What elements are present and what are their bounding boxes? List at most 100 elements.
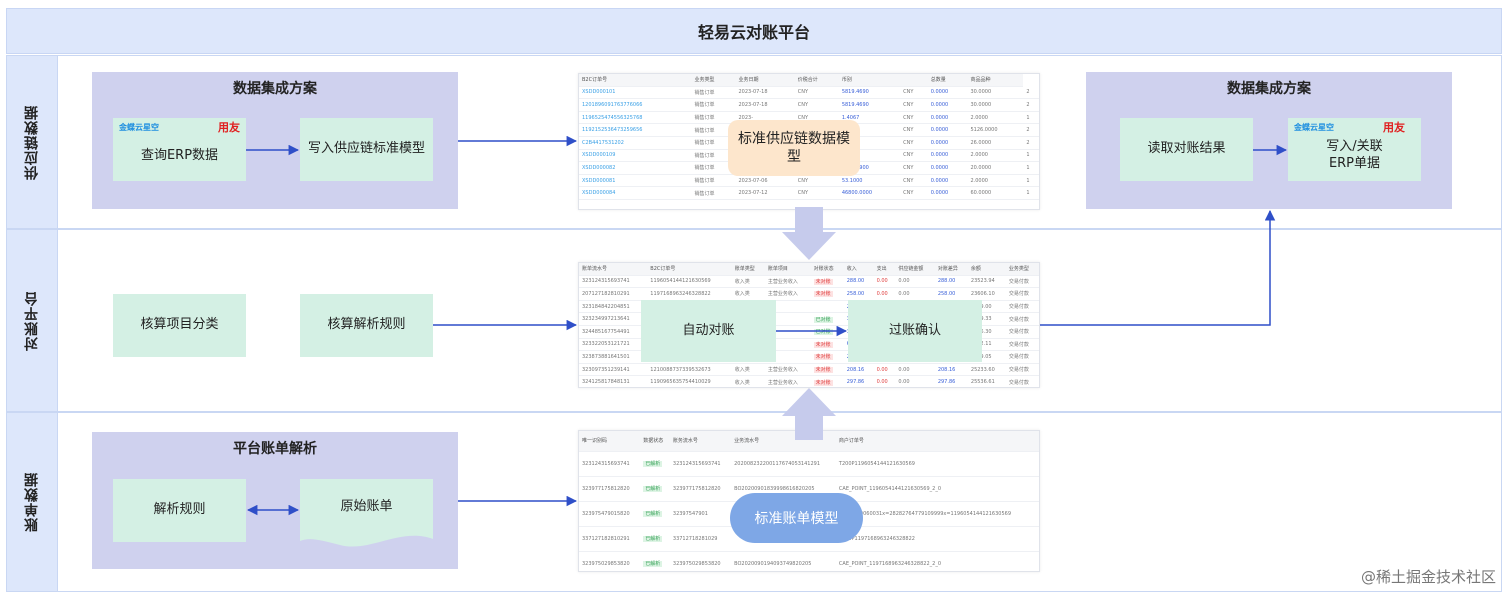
- table-cell-text: 收入类: [734, 367, 750, 374]
- table-cell: CNY: [794, 186, 839, 200]
- col-header: 商品品种: [967, 74, 1024, 87]
- table-cell: 26.0000: [967, 136, 1024, 150]
- table-cell-text: 交易付款: [1008, 329, 1029, 336]
- table-cell-text: 收入类: [734, 278, 750, 285]
- reconciliation-row-label: 对账平台: [6, 229, 58, 412]
- raw-bill-document-icon: [300, 479, 433, 547]
- table-cell: 收入类: [731, 287, 765, 301]
- table-cell-text: 0.00: [876, 290, 888, 297]
- table-cell: 已对账: [810, 312, 844, 326]
- table-cell: 销售订单: [691, 86, 736, 100]
- table-cell: 0.00: [895, 363, 935, 377]
- table-cell: 5126.0000: [967, 123, 1024, 137]
- table-cell-text: 未对账: [813, 291, 833, 298]
- table-cell-text: 32397547901: [672, 510, 708, 517]
- col-header: [900, 74, 928, 87]
- table-cell: 0.00: [873, 363, 896, 377]
- accounting-parse-rule-box: 核算解析规则: [300, 294, 433, 357]
- table-cell: T200P1197168963246328822: [835, 526, 1039, 552]
- table-cell-text: 208.16: [846, 366, 865, 373]
- query-erp-box: 金蝶云星空 用友 查询ERP数据: [113, 118, 246, 181]
- raw-bill-document-shape: 原始账单: [300, 479, 433, 551]
- supply-integration-panel-right-title: 数据集成方案: [1227, 81, 1311, 97]
- table-cell-text: 未对账: [813, 367, 833, 374]
- table-cell: XSDD000084: [579, 186, 692, 200]
- table-cell-text: 288.00: [937, 278, 956, 285]
- supply-chain-row-label: 供应链数据: [6, 55, 58, 229]
- bill-data-row-label: 账单数据: [6, 412, 58, 592]
- table-cell: 0.0000: [927, 86, 968, 100]
- table-cell-text: 已解析: [643, 486, 663, 492]
- table-cell-text: Mx=3200060031x=28282764779109999x=119605…: [838, 510, 1011, 517]
- table-cell: 323975029853820: [669, 551, 732, 571]
- table-cell-text: 已解析: [643, 561, 663, 567]
- table-cell: XSDD000101: [579, 86, 692, 100]
- table-cell: [810, 300, 844, 314]
- raw-bill-label: 原始账单: [340, 499, 393, 514]
- table-cell: 1: [1023, 149, 1039, 163]
- table-cell-text: CAE_POINT_1196054144121630569_2_0: [838, 485, 942, 492]
- table-header-row: 账单流水号 B2C订单号 账单类型 账单项目 对账状态 收入 支出 供应链金额 …: [579, 263, 1039, 276]
- table-cell-text: 323975029853820: [582, 560, 630, 567]
- posting-confirm-label: 过账确认: [888, 322, 941, 338]
- table-cell: 未对账: [810, 338, 844, 352]
- table-cell: 23523.94: [967, 275, 1006, 289]
- table-cell: 324125817848131: [579, 375, 648, 387]
- table-cell: 297.86: [934, 375, 968, 387]
- table-cell: 2: [1023, 123, 1039, 137]
- parse-rule-label: 解析规则: [153, 502, 206, 518]
- table-cell: BO2020090194093749820205: [731, 551, 836, 571]
- table-cell: 1196525474556325768: [579, 111, 692, 125]
- table-cell-text: 297.86: [846, 379, 865, 386]
- table-cell: 0.0000: [927, 161, 968, 175]
- table-cell: 5819.4690: [838, 98, 901, 112]
- col-header: 余额: [967, 263, 1006, 276]
- table-cell-text: 323234997213641: [582, 316, 630, 323]
- table-cell: 323977175812820: [669, 476, 732, 502]
- table-cell: 已解析: [640, 501, 670, 527]
- table-cell: 25536.61: [967, 375, 1006, 387]
- col-header: 总数量: [927, 74, 968, 87]
- standard-supply-model-badge: 标准供应链数据模型: [728, 120, 860, 176]
- col-header: 账单类型: [731, 263, 765, 276]
- col-header: 账务流水号: [669, 431, 732, 452]
- col-header: 币别: [838, 74, 901, 87]
- col-header: 业务类型: [1005, 263, 1039, 276]
- col-header: 唯一识别码: [579, 431, 641, 452]
- table-cell: CNY: [900, 136, 928, 150]
- table-cell-text: 1196054144121630569: [650, 278, 711, 285]
- table-cell-text: 交易付款: [1008, 341, 1029, 348]
- table-cell: 337127182810291: [579, 526, 641, 552]
- table-cell: 208.16: [843, 363, 874, 377]
- table-cell: 收入类: [731, 275, 765, 289]
- table-cell: 1197168963246328822: [647, 287, 732, 301]
- table-cell: 288.00: [843, 275, 874, 289]
- table-cell: 323124315693741: [669, 451, 732, 477]
- table-cell: 1196054144121630569: [647, 275, 732, 289]
- auto-reconcile-box: 自动对账: [641, 300, 776, 362]
- table-cell: 0.0000: [927, 186, 968, 200]
- table-cell: 208.16: [934, 363, 968, 377]
- col-header: 账单流水号: [579, 263, 648, 276]
- table-cell: 销售订单: [691, 98, 736, 112]
- table-cell: CNY: [900, 186, 928, 200]
- table-cell-text: 25233.60: [970, 366, 995, 373]
- table-cell: 323184842204851: [579, 300, 648, 314]
- accounting-item-classification-label: 核算项目分类: [140, 317, 219, 333]
- supply-integration-panel-left-title: 数据集成方案: [233, 81, 317, 97]
- table-cell: 销售订单: [691, 123, 736, 137]
- table-cell-text: T200P1197168963246328822: [838, 535, 915, 542]
- table-cell: 30.0000: [967, 86, 1024, 100]
- table-cell: 0.00: [873, 275, 896, 289]
- table-cell-text: 0.00: [876, 366, 888, 373]
- table-cell-text: 收入类: [734, 291, 750, 298]
- table-cell: 0.00: [873, 287, 896, 301]
- table-cell: 2023-07-06: [735, 174, 795, 188]
- table-cell-text: 323124315693741: [582, 278, 630, 285]
- table-cell: CNY: [794, 174, 839, 188]
